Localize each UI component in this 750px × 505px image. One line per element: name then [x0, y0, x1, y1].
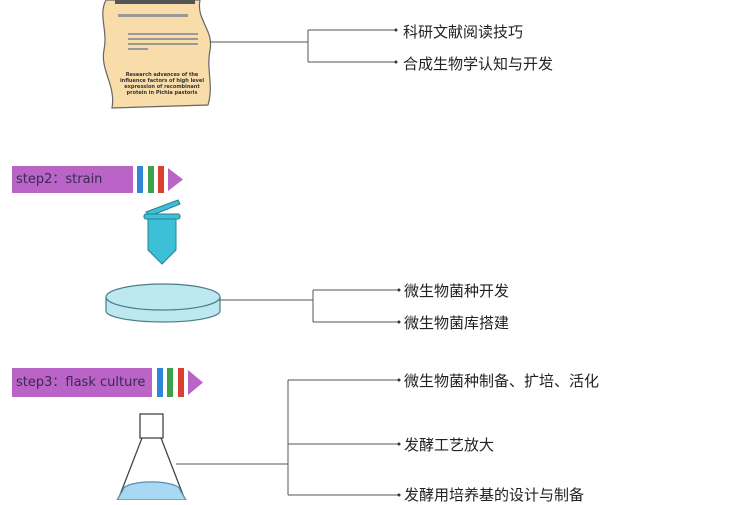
step3-banner: step3：flask culture: [12, 368, 152, 397]
paper-illegible-text: [118, 14, 198, 50]
paper-title: Research advances of the influence facto…: [119, 72, 205, 96]
branch-medium-design: 发酵用培养基的设计与制备: [404, 486, 585, 504]
step2-banner: step2：strain: [12, 166, 133, 193]
branch-strain-library: 微生物菌库搭建: [404, 314, 510, 332]
flask-icon: [116, 413, 187, 500]
connector-2: [220, 289, 398, 323]
petri-dish-icon: [105, 283, 221, 323]
connector-1: [210, 29, 395, 63]
paper-scroll-icon: [102, 0, 212, 109]
branch-fermentation-scaleup: 发酵工艺放大: [404, 436, 495, 454]
microtube-icon: [143, 199, 181, 265]
branch-strain-development: 微生物菌种开发: [404, 282, 510, 300]
branch-literature-reading: 科研文献阅读技巧: [403, 23, 524, 41]
branch-strain-preparation: 微生物菌种制备、扩培、活化: [404, 372, 600, 390]
connector-3: [176, 379, 398, 496]
branch-synthetic-biology: 合成生物学认知与开发: [403, 55, 554, 73]
